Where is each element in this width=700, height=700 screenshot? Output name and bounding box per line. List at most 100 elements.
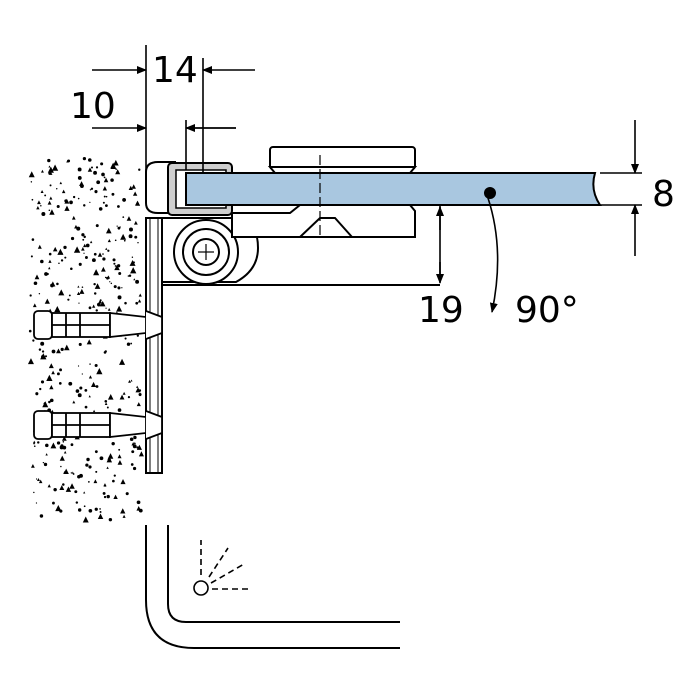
speckle <box>88 375 93 379</box>
speckle <box>58 382 62 385</box>
speckle <box>88 395 91 398</box>
speckle <box>37 441 40 444</box>
speckle <box>96 180 101 185</box>
speckle <box>94 507 98 511</box>
speckle <box>79 473 83 478</box>
speckle <box>96 367 103 375</box>
speckle <box>40 189 44 193</box>
speckle <box>127 275 130 277</box>
speckle <box>66 159 69 163</box>
speckle <box>112 479 115 483</box>
speckle <box>133 220 138 225</box>
speckle <box>53 487 57 492</box>
speckle <box>115 168 117 170</box>
speckle <box>79 181 85 187</box>
speckle <box>88 158 92 162</box>
mounting-plate <box>145 217 163 474</box>
glass-clamp <box>231 146 418 238</box>
speckle <box>78 262 82 266</box>
speckle <box>81 247 85 251</box>
speckle <box>104 276 107 279</box>
light-source-icon <box>193 540 248 596</box>
speckle <box>101 266 106 272</box>
speckle <box>76 226 81 231</box>
speckle <box>111 192 115 196</box>
speckle <box>40 341 45 346</box>
speckle <box>71 215 76 220</box>
speckle <box>98 207 103 211</box>
speckle <box>78 342 82 346</box>
speckle <box>82 156 87 161</box>
speckle <box>59 509 63 513</box>
speckle <box>45 443 49 448</box>
speckle <box>93 269 100 276</box>
speckle <box>132 191 138 196</box>
speckle <box>86 339 92 345</box>
speckle <box>99 510 102 513</box>
speckle <box>117 454 122 459</box>
speckle <box>119 358 126 365</box>
speckle <box>32 303 37 308</box>
speckle <box>54 305 61 313</box>
speckle <box>106 276 109 280</box>
speckle <box>77 197 80 200</box>
speckle <box>97 252 103 257</box>
speckle <box>92 409 96 413</box>
speckle <box>48 209 51 212</box>
pivot-point-marker <box>484 187 496 199</box>
dimension-glass-thickness <box>600 120 642 256</box>
speckle <box>91 258 96 263</box>
speckle <box>30 181 33 183</box>
glass-pane <box>185 172 602 206</box>
speckle <box>48 400 51 404</box>
speckle <box>106 456 113 463</box>
speckle <box>48 172 51 175</box>
speckle <box>70 236 75 241</box>
speckle <box>50 442 57 449</box>
concrete-wall <box>27 155 146 525</box>
speckle <box>99 299 102 302</box>
speckle <box>60 259 64 262</box>
speckle <box>105 247 108 250</box>
speckle <box>127 396 131 399</box>
speckle <box>62 440 65 443</box>
speckle <box>130 267 137 274</box>
speckle <box>49 184 52 187</box>
speckle <box>109 281 111 283</box>
speckle <box>107 453 114 459</box>
speckle <box>47 158 51 163</box>
speckle <box>51 370 55 375</box>
shower-tray-inner <box>167 525 400 623</box>
speckle <box>48 363 54 369</box>
speckle <box>136 444 142 450</box>
speckle <box>88 465 92 469</box>
speckle <box>88 306 92 310</box>
speckle <box>36 478 40 482</box>
speckle <box>119 226 121 228</box>
speckle <box>51 164 59 171</box>
speckle <box>77 393 82 398</box>
speckle <box>75 501 79 504</box>
speckle <box>63 468 69 474</box>
speckle <box>59 368 62 372</box>
speckle <box>118 272 122 276</box>
speckle <box>87 167 93 172</box>
speckle <box>64 205 70 211</box>
speckle <box>49 196 53 200</box>
speckle <box>133 441 136 445</box>
speckle <box>131 256 134 258</box>
speckle <box>137 299 142 303</box>
speckle <box>83 491 86 494</box>
speckle <box>102 253 104 255</box>
speckle <box>93 252 97 256</box>
speckle <box>45 453 48 456</box>
speckle <box>33 445 36 448</box>
speckle <box>128 379 132 383</box>
speckle <box>40 259 44 264</box>
rotation-arrow <box>487 197 499 313</box>
speckle <box>113 159 119 166</box>
speckle <box>60 347 64 352</box>
speckle <box>107 308 111 311</box>
speckle <box>67 298 70 301</box>
speckle <box>83 505 86 508</box>
